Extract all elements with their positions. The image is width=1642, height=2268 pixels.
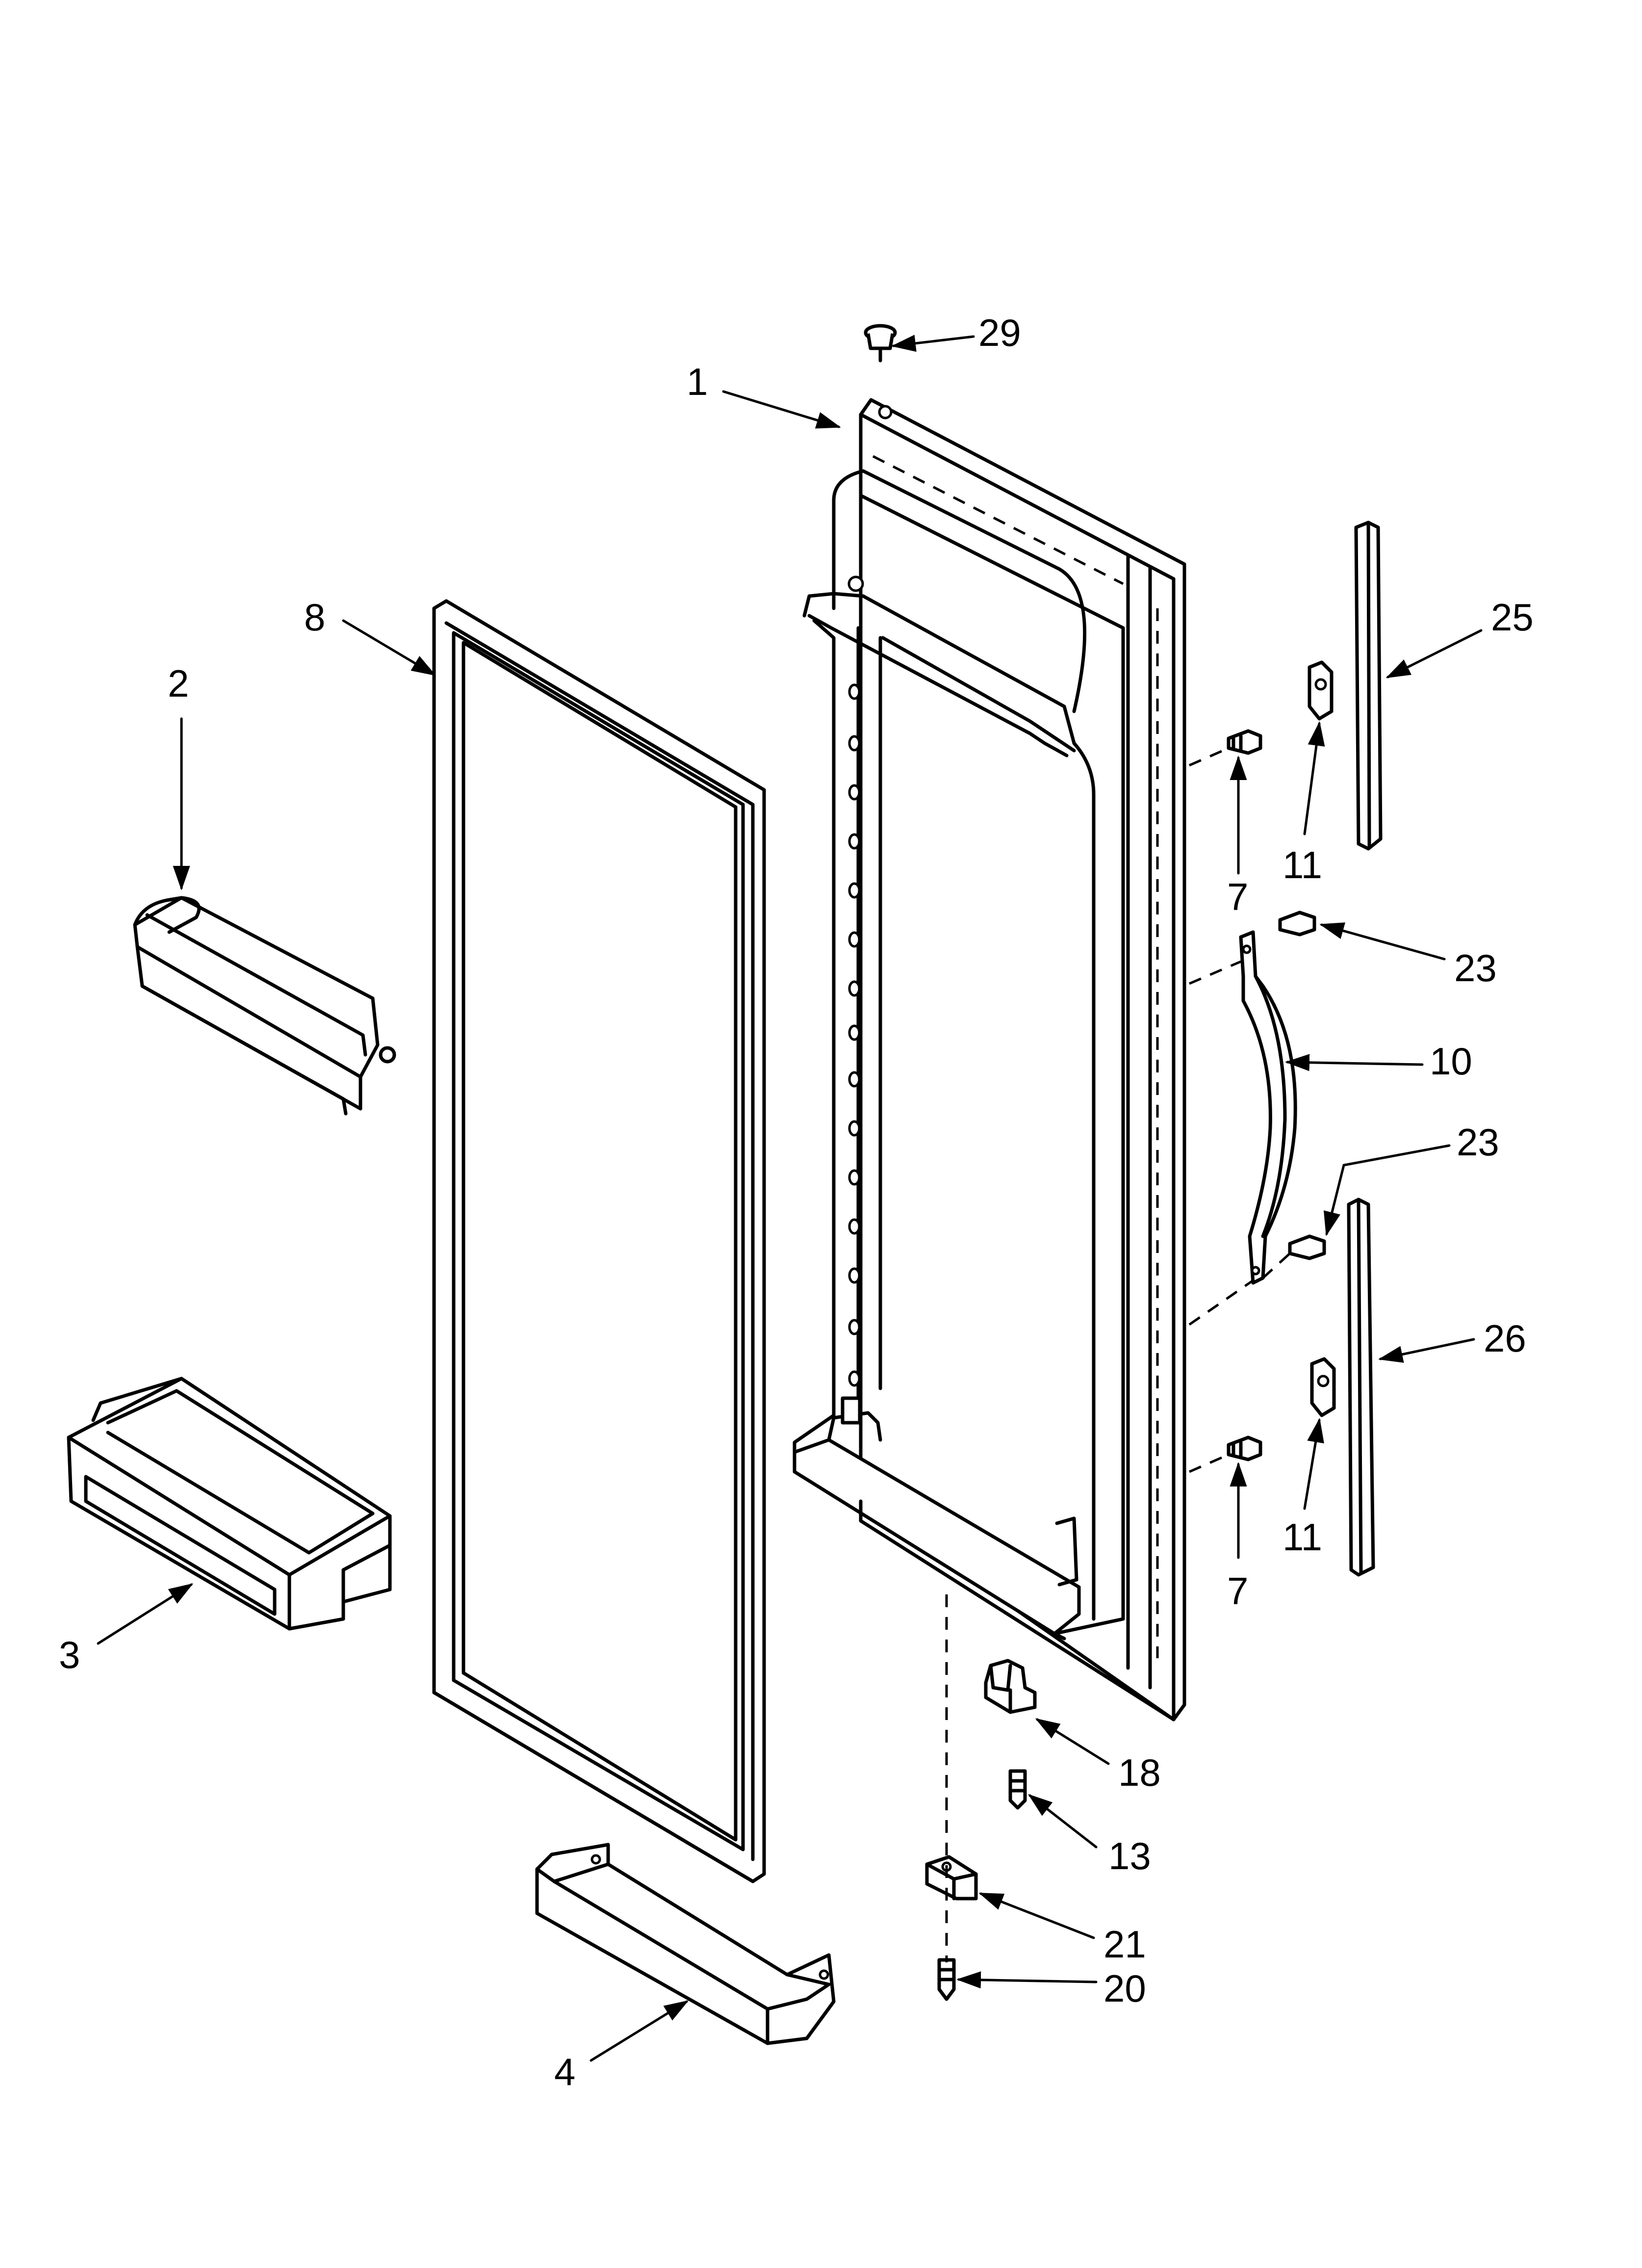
hinge-bracket-part [925, 1855, 978, 1901]
callout-leaders [97, 335, 1483, 2062]
callout-label-1: 1 [687, 360, 708, 403]
callout-label-11-lower: 11 [1283, 1515, 1322, 1559]
screw-upper-part [1227, 729, 1262, 755]
dairy-door-part [133, 896, 396, 1116]
callout-label-21: 21 [1103, 1923, 1146, 1966]
callout-label-23-lower: 23 [1457, 1121, 1499, 1164]
callout-label-8: 8 [304, 596, 325, 639]
liner-shelf-holes [848, 683, 861, 1387]
door-gasket-part [432, 599, 766, 1883]
callout-label-13: 13 [1108, 1834, 1151, 1877]
door-liner-part [793, 398, 1186, 1721]
callout-label-3: 3 [59, 1633, 80, 1676]
callout-label-7-upper: 7 [1227, 875, 1248, 918]
callout-label-10: 10 [1430, 1040, 1472, 1083]
bracket-screw-part [937, 1958, 956, 2001]
callout-label-11-upper: 11 [1283, 843, 1322, 886]
door-bin-part [67, 1377, 392, 1631]
callout-label-18: 18 [1118, 1751, 1161, 1794]
callout-label-20: 20 [1103, 1967, 1146, 2010]
callout-label-4: 4 [554, 2050, 575, 2093]
callout-label-29: 29 [978, 311, 1021, 354]
callout-label-7-lower: 7 [1227, 1569, 1248, 1613]
callout-label-2: 2 [168, 662, 189, 705]
callout-label-25: 25 [1491, 596, 1534, 639]
door-handle-part [1239, 930, 1297, 1285]
screw-lower-part [1227, 1435, 1262, 1461]
hinge-screw-part [1008, 1769, 1027, 1810]
assembly-guide-lines [945, 747, 1291, 1962]
trim-clip-top-part [1308, 660, 1334, 721]
trim-strip-bottom-part [1347, 1198, 1375, 1577]
plug-part [864, 324, 897, 363]
door-rail-part [535, 1843, 836, 2045]
handle-screw-lower-part [1288, 1234, 1326, 1260]
trim-strip-top-part [1354, 521, 1383, 851]
trim-clip-bottom-part [1310, 1357, 1336, 1417]
handle-screw-upper-part [1278, 911, 1316, 937]
callout-labels: 29 1 8 2 25 11 7 23 10 23 26 11 7 3 18 1… [59, 311, 1534, 2093]
callout-label-26: 26 [1484, 1317, 1526, 1360]
hinge-part [984, 1659, 1037, 1714]
callout-label-23-upper: 23 [1454, 946, 1497, 990]
